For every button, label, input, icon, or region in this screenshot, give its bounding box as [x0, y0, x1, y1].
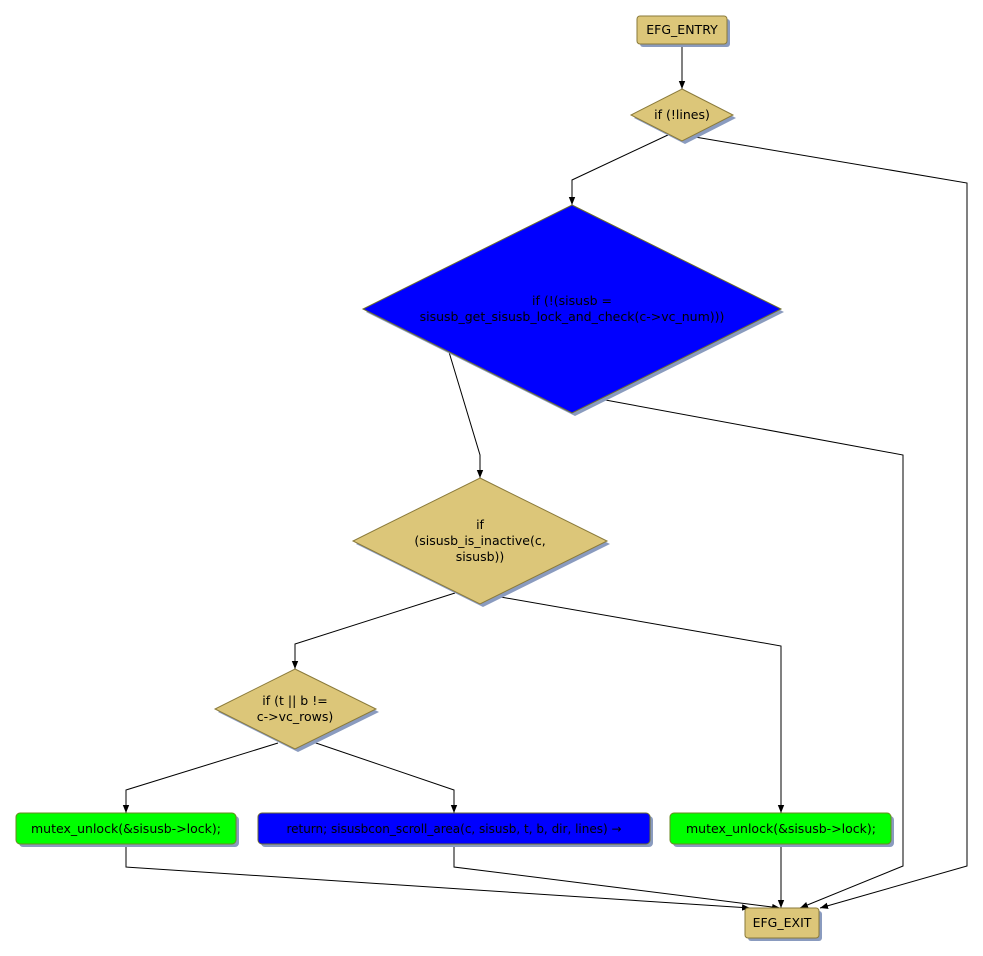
node-if-inactive-label-3: sisusb)) [456, 549, 505, 564]
node-if-inactive-label-1: if [476, 517, 484, 532]
node-if-inactive-label-2: (sisusb_is_inactive(c, [414, 533, 545, 548]
edge-if-lines-to-exit [694, 136, 968, 909]
node-entry-label: EFG_ENTRY [646, 22, 718, 37]
node-unlock-right-label: mutex_unlock(&sisusb->lock); [686, 821, 876, 836]
edge-if-sisusb-to-exit [599, 398, 904, 909]
edge-return-to-exit [453, 844, 781, 911]
edge-if-sisusb-to-if-inactive [448, 351, 484, 478]
edge-if-lines-to-if-sisusb [568, 133, 671, 205]
node-if-rows-label-1: if (t || b != [262, 693, 327, 708]
node-if-rows-label-2: c->vc_rows) [257, 709, 334, 724]
edge-if-inactive-to-unlock-right [494, 595, 785, 813]
node-entry[interactable]: EFG_ENTRY [636, 15, 730, 47]
node-exit-label: EFG_EXIT [753, 915, 812, 930]
node-if-sisusb[interactable]: if (!(sisusb = sisusb_get_sisusb_lock_an… [361, 204, 784, 416]
edge-unlock-left-to-exit [125, 844, 751, 911]
node-if-inactive[interactable]: if (sisusb_is_inactive(c, sisusb)) [351, 477, 610, 607]
edge-if-inactive-to-if-rows [291, 592, 456, 669]
node-if-lines[interactable]: if (!lines) [629, 88, 736, 144]
edge-if-rows-to-unlock-left [122, 742, 279, 813]
edges [122, 44, 968, 911]
edge-if-rows-to-return [312, 741, 458, 813]
node-exit[interactable]: EFG_EXIT [744, 907, 822, 941]
node-if-sisusb-label-2: sisusb_get_sisusb_lock_and_check(c->vc_n… [420, 309, 725, 324]
node-unlock-right[interactable]: mutex_unlock(&sisusb->lock); [669, 812, 894, 847]
node-unlock-left[interactable]: mutex_unlock(&sisusb->lock); [15, 812, 239, 847]
node-if-sisusb-label-1: if (!(sisusb = [532, 293, 612, 308]
node-if-rows[interactable]: if (t || b != c->vc_rows) [213, 668, 379, 752]
node-return-scroll-label: return; sisusbcon_scroll_area(c, sisusb,… [286, 822, 621, 836]
node-return-scroll[interactable]: return; sisusbcon_scroll_area(c, sisusb,… [257, 812, 653, 847]
node-unlock-left-label: mutex_unlock(&sisusb->lock); [31, 821, 221, 836]
node-if-lines-label: if (!lines) [654, 107, 710, 122]
